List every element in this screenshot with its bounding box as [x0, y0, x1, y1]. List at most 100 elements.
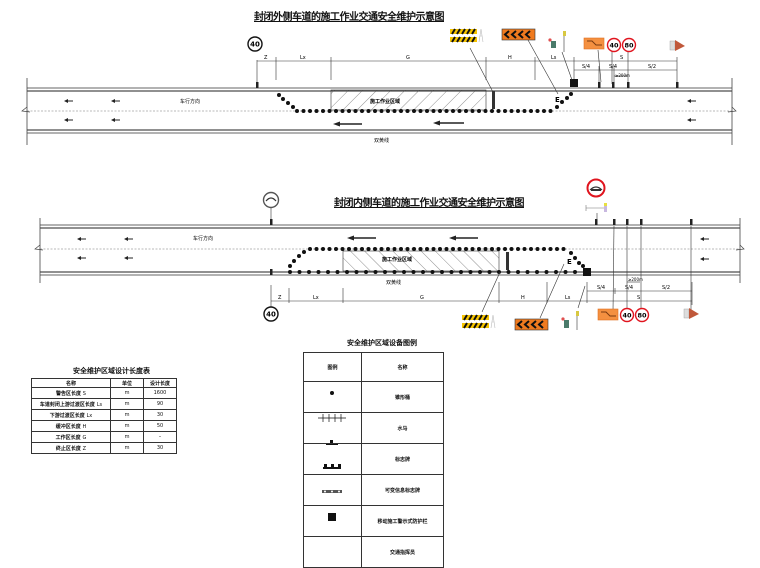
cone-dot	[483, 109, 488, 113]
svg-text:H: H	[521, 295, 525, 301]
diagram1-water-barrier	[492, 91, 495, 109]
design-table-header: 名称 单位 设计长度	[31, 378, 177, 388]
cone-dot	[483, 247, 488, 251]
diagram1-double-line-label: 双黄线	[374, 137, 389, 144]
legend-row: 交通指挥员	[303, 536, 444, 568]
cone-dot	[506, 270, 511, 274]
svg-text:40: 40	[622, 312, 632, 320]
cone-dot	[548, 109, 553, 113]
cone-dot	[459, 270, 463, 274]
cone-dot	[464, 247, 468, 251]
svg-text:S/4: S/4	[625, 285, 633, 291]
cone-dot	[297, 270, 302, 274]
cone-dot	[457, 109, 462, 113]
cone-dot	[412, 109, 416, 113]
diagram2-roadwork-sign	[597, 308, 619, 321]
diagram2-speed-sign-40: 40	[619, 307, 635, 323]
cone-dot	[503, 109, 507, 113]
svg-text:80: 80	[624, 42, 634, 50]
diagram2-no-overtaking-sign-left	[262, 191, 280, 209]
cone-dot	[451, 109, 455, 113]
cone-dot	[347, 109, 351, 113]
diagram2-arrow-board-sign	[683, 308, 699, 319]
cone-dot	[497, 270, 501, 274]
cone-dot	[440, 270, 444, 274]
legend-row: 水马	[303, 412, 444, 444]
cone-dot	[555, 105, 559, 109]
cone-dot	[555, 247, 559, 251]
cone-dot	[573, 270, 577, 274]
cone-dot	[373, 109, 377, 113]
cone-dot	[314, 109, 319, 113]
cone-dot	[563, 270, 568, 274]
cone-dot	[565, 96, 569, 100]
diagram2-speed-sign-40-bottom: 40	[263, 306, 279, 322]
cone-dot	[308, 247, 312, 251]
diagram1-speed-sign-40-top: 40	[247, 36, 263, 52]
cone-dot	[554, 270, 558, 274]
diagram1-work-zone	[330, 89, 487, 111]
legend-row: 标志牌	[303, 443, 444, 475]
svg-text:G: G	[420, 295, 424, 301]
diagram2-direction-label: 车行方向	[193, 235, 213, 242]
cone-dot	[490, 247, 494, 251]
cone-dot	[449, 270, 454, 274]
cone-dot	[399, 247, 403, 251]
cone-dot	[573, 256, 577, 260]
cone-dot	[468, 270, 473, 274]
cone-dot	[366, 247, 371, 251]
cone-dot	[386, 109, 390, 113]
svg-text:S/2: S/2	[648, 64, 656, 70]
cone-dot	[292, 259, 296, 263]
diagram2-sign-posts	[270, 219, 693, 275]
cone-dot	[525, 270, 530, 274]
cone-dot	[405, 109, 410, 113]
cone-dot	[503, 247, 507, 251]
cone-dot	[364, 270, 368, 274]
diagrams-canvas: 车行方向 施工作业区域 双黄线 Z Lx G H Ls S/4 S/4 S/2	[21, 28, 745, 521]
cone-dot	[392, 270, 397, 274]
cone-dot	[560, 100, 564, 104]
svg-text:80: 80	[637, 312, 647, 320]
legend-row: 移动施工警示式防护栏	[303, 505, 444, 537]
cone-dot	[281, 97, 285, 101]
header-length: 设计长度	[143, 378, 177, 388]
cone-dot	[373, 270, 378, 274]
diagram1-arrow-board-sign	[669, 40, 685, 51]
diagram1-cones	[277, 92, 573, 113]
cone-dot	[569, 92, 573, 96]
svg-text:40: 40	[266, 311, 276, 319]
cone-dot	[542, 109, 546, 113]
cone-dot	[334, 109, 338, 113]
table-row: 警告区长度 S m 1600	[31, 387, 177, 399]
cone-dot	[470, 247, 475, 251]
cone-dot	[383, 270, 387, 274]
cone-dot	[431, 109, 436, 113]
diagram1-title: 封闭外侧车道的施工作业交通安全维护示意图	[254, 12, 445, 23]
cone-dot	[288, 264, 292, 268]
diagram2-work-zone-label: 施工作业区域	[381, 256, 412, 263]
legend-row: 可变信息标志牌	[303, 474, 444, 506]
diagram2-traffic-guide-marker	[583, 268, 591, 276]
cone-dot	[295, 109, 299, 113]
cone-dot	[405, 247, 410, 251]
cone-dot	[277, 93, 281, 97]
cone-dot	[496, 247, 501, 251]
cone-dot	[464, 109, 468, 113]
diagram2-hazard-barrier-sign	[462, 314, 496, 329]
cone-dot	[451, 247, 455, 251]
cone-dot	[535, 270, 539, 274]
cone-dot	[286, 101, 290, 105]
legend-table-header: 图例 名称	[303, 352, 444, 382]
svg-text:S: S	[620, 55, 623, 61]
svg-text:S/4: S/4	[582, 64, 590, 70]
cone-dot	[288, 270, 292, 274]
cone-dot	[335, 270, 340, 274]
cone-dot	[302, 250, 306, 254]
cone-dot	[430, 270, 435, 274]
diagram2-traffic-controller-icon	[561, 311, 579, 330]
cone-dot	[477, 247, 481, 251]
cone-dot	[392, 109, 397, 113]
svg-text:S/4: S/4	[609, 64, 617, 70]
cone-dot	[353, 247, 358, 251]
